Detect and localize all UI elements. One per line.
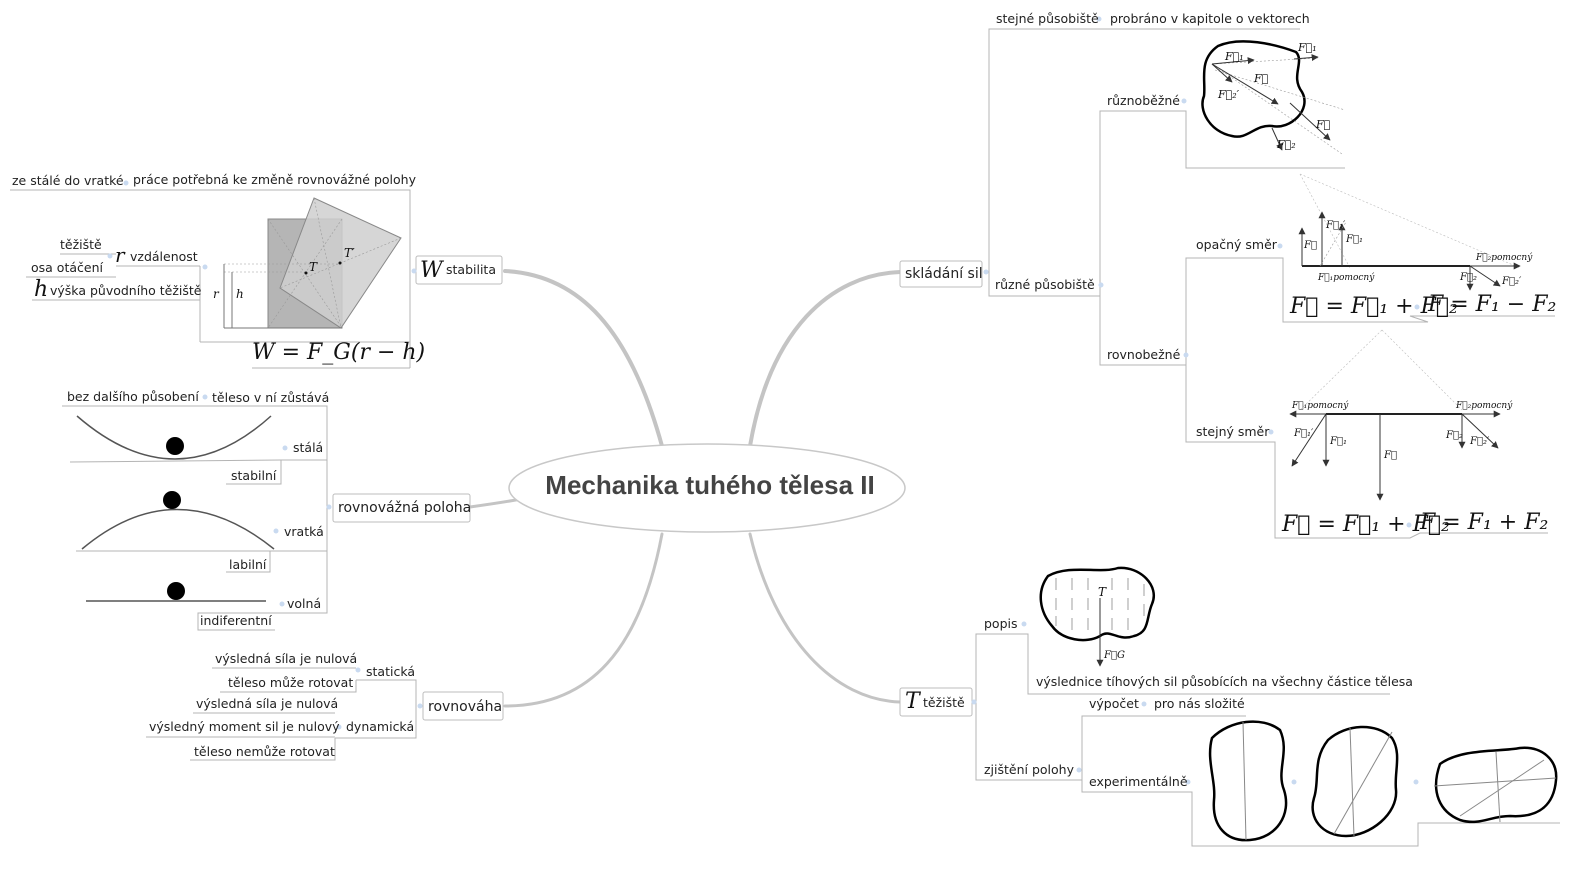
stab-fig-Tprime: T′	[344, 246, 355, 260]
rovnobezne[interactable]: rovnobežné	[1107, 347, 1181, 362]
stabilita-item-note[interactable]: práce potřebná ke změně rovnovážné poloh…	[133, 172, 416, 187]
staticka-item-2[interactable]: těleso může rotovat	[228, 675, 354, 690]
stejny-smer[interactable]: stejný směr	[1196, 424, 1270, 439]
stability-figure	[223, 197, 402, 329]
nonparallel-forces-figure	[1201, 40, 1346, 155]
rb-label-Fp: F⃗	[1253, 72, 1268, 85]
stab-fig-r: r	[213, 287, 220, 301]
dynamicka-item-3[interactable]: těleso nemůže rotovat	[194, 744, 335, 759]
ruzne-pusobiste[interactable]: různé působiště	[995, 277, 1095, 292]
op-label-F2p: F⃗₂′	[1501, 276, 1522, 287]
connector-lines	[10, 28, 1560, 847]
cog-label-T: T	[1098, 585, 1107, 599]
ss-label-F2pom: F⃗₂pomocný	[1455, 400, 1513, 411]
poloha-stabilni[interactable]: stabilní	[231, 468, 277, 483]
rb-label-F: F⃗	[1315, 118, 1330, 131]
op-label-F1: F⃗₁	[1345, 234, 1363, 245]
r-label[interactable]: vzdálenost	[130, 249, 198, 264]
root-topic-label[interactable]: Mechanika tuhého tělesa II	[545, 470, 875, 500]
poloha-labilni[interactable]: labilní	[229, 557, 267, 572]
op-label-F2pom: F⃗₂pomocný	[1475, 252, 1533, 263]
ss-label-F1: F⃗₁	[1329, 436, 1347, 447]
stejne-pusobiste[interactable]: stejné působiště	[996, 11, 1099, 26]
popis-note[interactable]: výslednice tíhových sil působících na vš…	[1036, 674, 1413, 689]
poloha-note-left[interactable]: bez dalšího působení	[67, 389, 199, 404]
opacny-formula-vector: F⃗ = F⃗₁ + F⃗₂	[1290, 294, 1458, 319]
poloha-indiferentni[interactable]: indiferentní	[200, 613, 272, 628]
stejne-note[interactable]: probráno v kapitole o vektorech	[1110, 11, 1310, 26]
poloha-volna[interactable]: volná	[287, 596, 322, 611]
stejny-formula-vector: F⃗ = F⃗₁ + F⃗₂	[1282, 512, 1450, 537]
root-topic-oval[interactable]	[508, 443, 906, 533]
rb-label-F2: F⃗₂	[1276, 138, 1296, 151]
stejny-formula-scalar: F = F₁ + F₂	[1420, 510, 1549, 535]
opacny-smer[interactable]: opačný směr	[1196, 237, 1277, 252]
staticka-item-1[interactable]: výsledná síla je nulová	[215, 651, 358, 666]
popis-label[interactable]: popis	[984, 616, 1018, 631]
ruznobezne[interactable]: různoběžné	[1107, 93, 1180, 108]
dynamicka-item-1[interactable]: výsledná síla je nulová	[196, 696, 339, 711]
stabilita-letter: W	[420, 258, 443, 283]
teziste-letter: T	[905, 689, 920, 714]
op-label-F: F⃗	[1303, 240, 1317, 251]
vypocet-label[interactable]: výpočet	[1089, 696, 1139, 711]
dynamicka-label[interactable]: dynamická	[346, 719, 415, 734]
rovnovaha-topic[interactable]: rovnováha	[428, 699, 503, 715]
topic-boxes	[332, 255, 983, 721]
op-label-F1p: F⃗₁′	[1325, 220, 1346, 231]
ss-label-F1pom: F⃗₁pomocný	[1291, 400, 1349, 411]
stab-fig-h: h	[236, 287, 244, 301]
experimentalne-label[interactable]: experimentálně	[1089, 774, 1188, 789]
stabilita-topic[interactable]: stabilita	[446, 262, 496, 277]
rb-label-F1-right: F⃗₁	[1297, 41, 1317, 54]
teziste-topic[interactable]: těžiště	[923, 695, 965, 710]
ss-label-F: F⃗	[1383, 450, 1397, 461]
vypocet-note[interactable]: pro nás složité	[1154, 696, 1245, 711]
ss-label-F2p: F⃗₂′	[1469, 436, 1490, 447]
poloha-stala[interactable]: stálá	[293, 440, 324, 455]
rb-label-F2p: F⃗₂′	[1217, 88, 1240, 101]
op-label-F1pom: F⃗₁pomocný	[1317, 272, 1375, 283]
op-label-F2: F⃗₂	[1459, 272, 1477, 283]
opacny-formula-scalar: F = F₁ − F₂	[1428, 292, 1557, 317]
poloha-note-right[interactable]: těleso v ní zůstává	[212, 390, 330, 405]
dynamicka-item-2[interactable]: výsledný moment sil je nulový	[149, 719, 340, 734]
zjisteni-label[interactable]: zjištění polohy	[984, 762, 1075, 777]
poloha-vratka[interactable]: vratká	[284, 524, 324, 539]
rb-label-F1: F⃗₁	[1224, 50, 1244, 63]
ss-label-F1p: F⃗₁′	[1293, 428, 1314, 439]
r-letter: r	[115, 243, 125, 267]
opposite-direction-figure	[1298, 173, 1521, 291]
h-letter: h	[34, 277, 49, 302]
connector-dots	[107, 16, 1420, 785]
r-item-teziste[interactable]: těžiště	[60, 237, 102, 252]
ss-label-F2: F⃗₂	[1445, 430, 1463, 441]
h-label[interactable]: výška původního těžiště	[50, 283, 202, 298]
skladani-topic[interactable]: skládání sil	[905, 266, 983, 282]
stabilita-formula: W = F_G(r − h)	[252, 340, 426, 365]
equilibrium-figures	[76, 415, 275, 602]
poloha-topic[interactable]: rovnovážná poloha	[338, 500, 472, 516]
staticka-label[interactable]: statická	[366, 664, 415, 679]
center-of-gravity-figure	[1039, 566, 1558, 842]
same-direction-figure	[1289, 329, 1501, 501]
stab-fig-T: T	[309, 260, 318, 274]
stabilita-item[interactable]: ze stálé do vratké	[12, 173, 124, 188]
cog-label-FG: F⃗G	[1103, 650, 1125, 661]
r-item-osa[interactable]: osa otáčení	[31, 260, 103, 275]
